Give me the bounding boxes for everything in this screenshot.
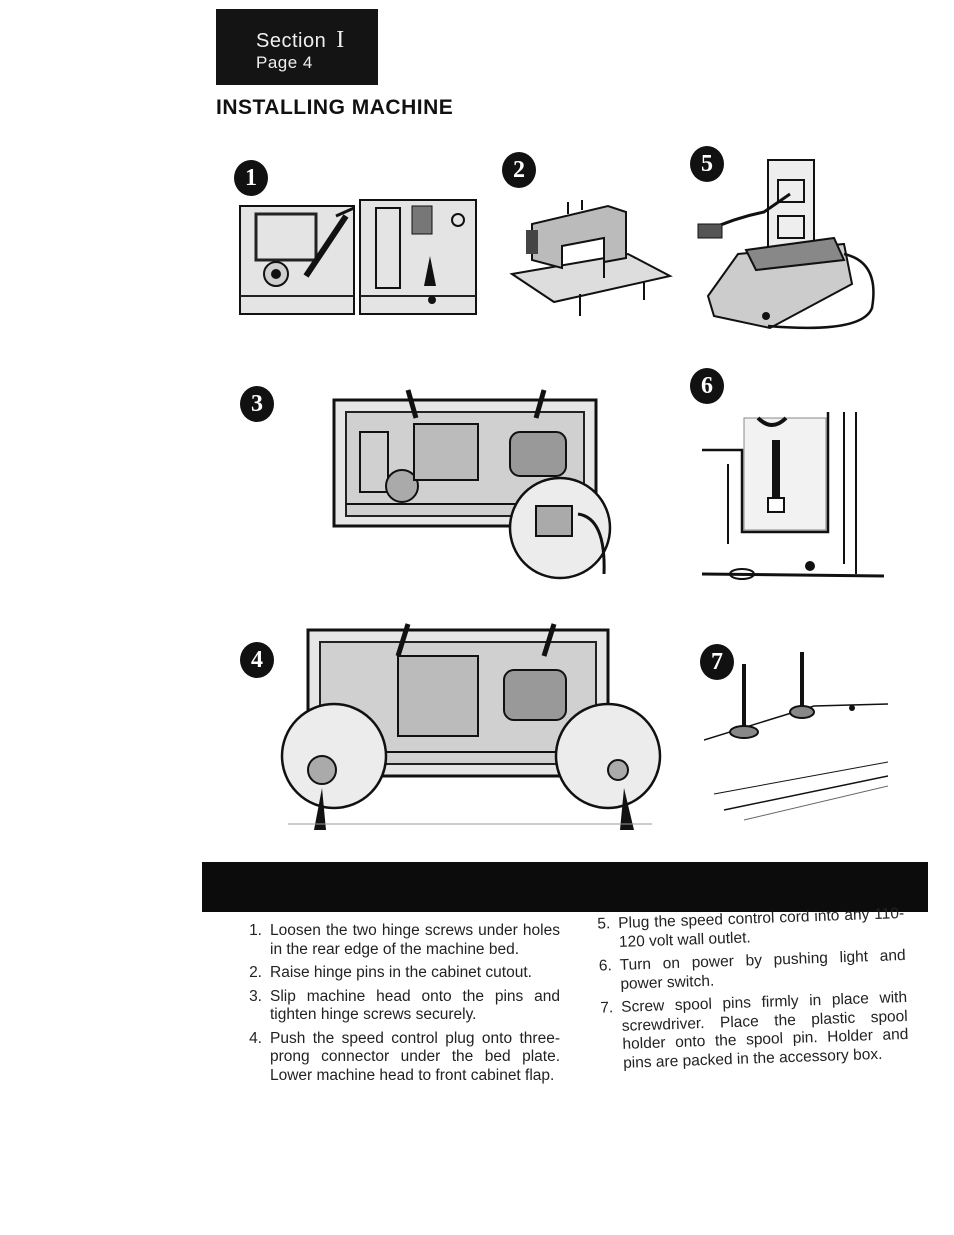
power-switch-illustration: [698, 404, 884, 590]
instruction-list-right: 5. Plug the speed control cord into any 1…: [588, 905, 909, 1079]
instruction-step: 7. Screw spool pins firmly in place with …: [591, 989, 909, 1074]
figure-number-7: 7: [700, 644, 734, 680]
hinge-screws-illustration: [236, 196, 480, 320]
step-number: 1.: [249, 922, 262, 939]
step-number: 4.: [249, 1029, 262, 1047]
section-label: Section: [256, 30, 327, 52]
figure-number-4: 4: [240, 642, 274, 678]
step-text: Raise hinge pins in the cabinet cutout.: [270, 964, 532, 981]
machine-underside-connector-illustration: [330, 388, 614, 580]
step-text: Screw spool pins firmly in place with sc…: [620, 988, 909, 1072]
instruction-step: 4. Push the speed control plug onto three…: [240, 1030, 560, 1086]
section-numeral: I: [336, 27, 345, 53]
figure-number-1: 1: [234, 160, 268, 196]
step-number: 3.: [249, 987, 262, 1005]
step-number: 6.: [598, 957, 613, 975]
page-label: Page 4: [256, 53, 313, 72]
step-number: 7.: [599, 999, 614, 1017]
machine-underside-hinge-pins-illustration: [278, 620, 662, 840]
sewing-machine-on-cabinet-illustration: [508, 190, 674, 322]
instruction-list-left: 1. Loosen the two hinge screws under hole…: [240, 922, 560, 1090]
figure-number-6: 6: [690, 368, 724, 404]
instruction-step: 3. Slip machine head onto the pins and ti…: [240, 988, 560, 1025]
instruction-step: 2. Raise hinge pins in the cabinet cutout…: [240, 964, 560, 983]
step-number: 5.: [597, 915, 611, 933]
section-header-box: Section I Page 4: [216, 9, 378, 85]
section-divider-band: [202, 862, 928, 912]
instruction-step: 6. Turn on power by pushing light and pow…: [589, 947, 906, 995]
speed-control-outlet-illustration: [694, 158, 884, 344]
instruction-step: 1. Loosen the two hinge screws under hole…: [240, 922, 560, 959]
step-number: 2.: [249, 964, 262, 981]
instruction-step: 5. Plug the speed control cord into any 1…: [588, 905, 905, 953]
step-text: Loosen the two hinge screws under holes …: [270, 922, 560, 958]
step-text: Push the speed control plug onto three-p…: [270, 1029, 560, 1084]
step-text: Turn on power by pushing light and power…: [619, 946, 906, 993]
step-text: Slip machine head onto the pins and tigh…: [270, 987, 560, 1024]
figure-number-2: 2: [502, 152, 536, 188]
step-text: Plug the speed control cord into any 110…: [617, 904, 905, 951]
figure-number-5: 5: [690, 146, 724, 182]
page-title: INSTALLING MACHINE: [216, 96, 454, 119]
spool-pins-illustration: [704, 644, 888, 826]
figure-number-3: 3: [240, 386, 274, 422]
